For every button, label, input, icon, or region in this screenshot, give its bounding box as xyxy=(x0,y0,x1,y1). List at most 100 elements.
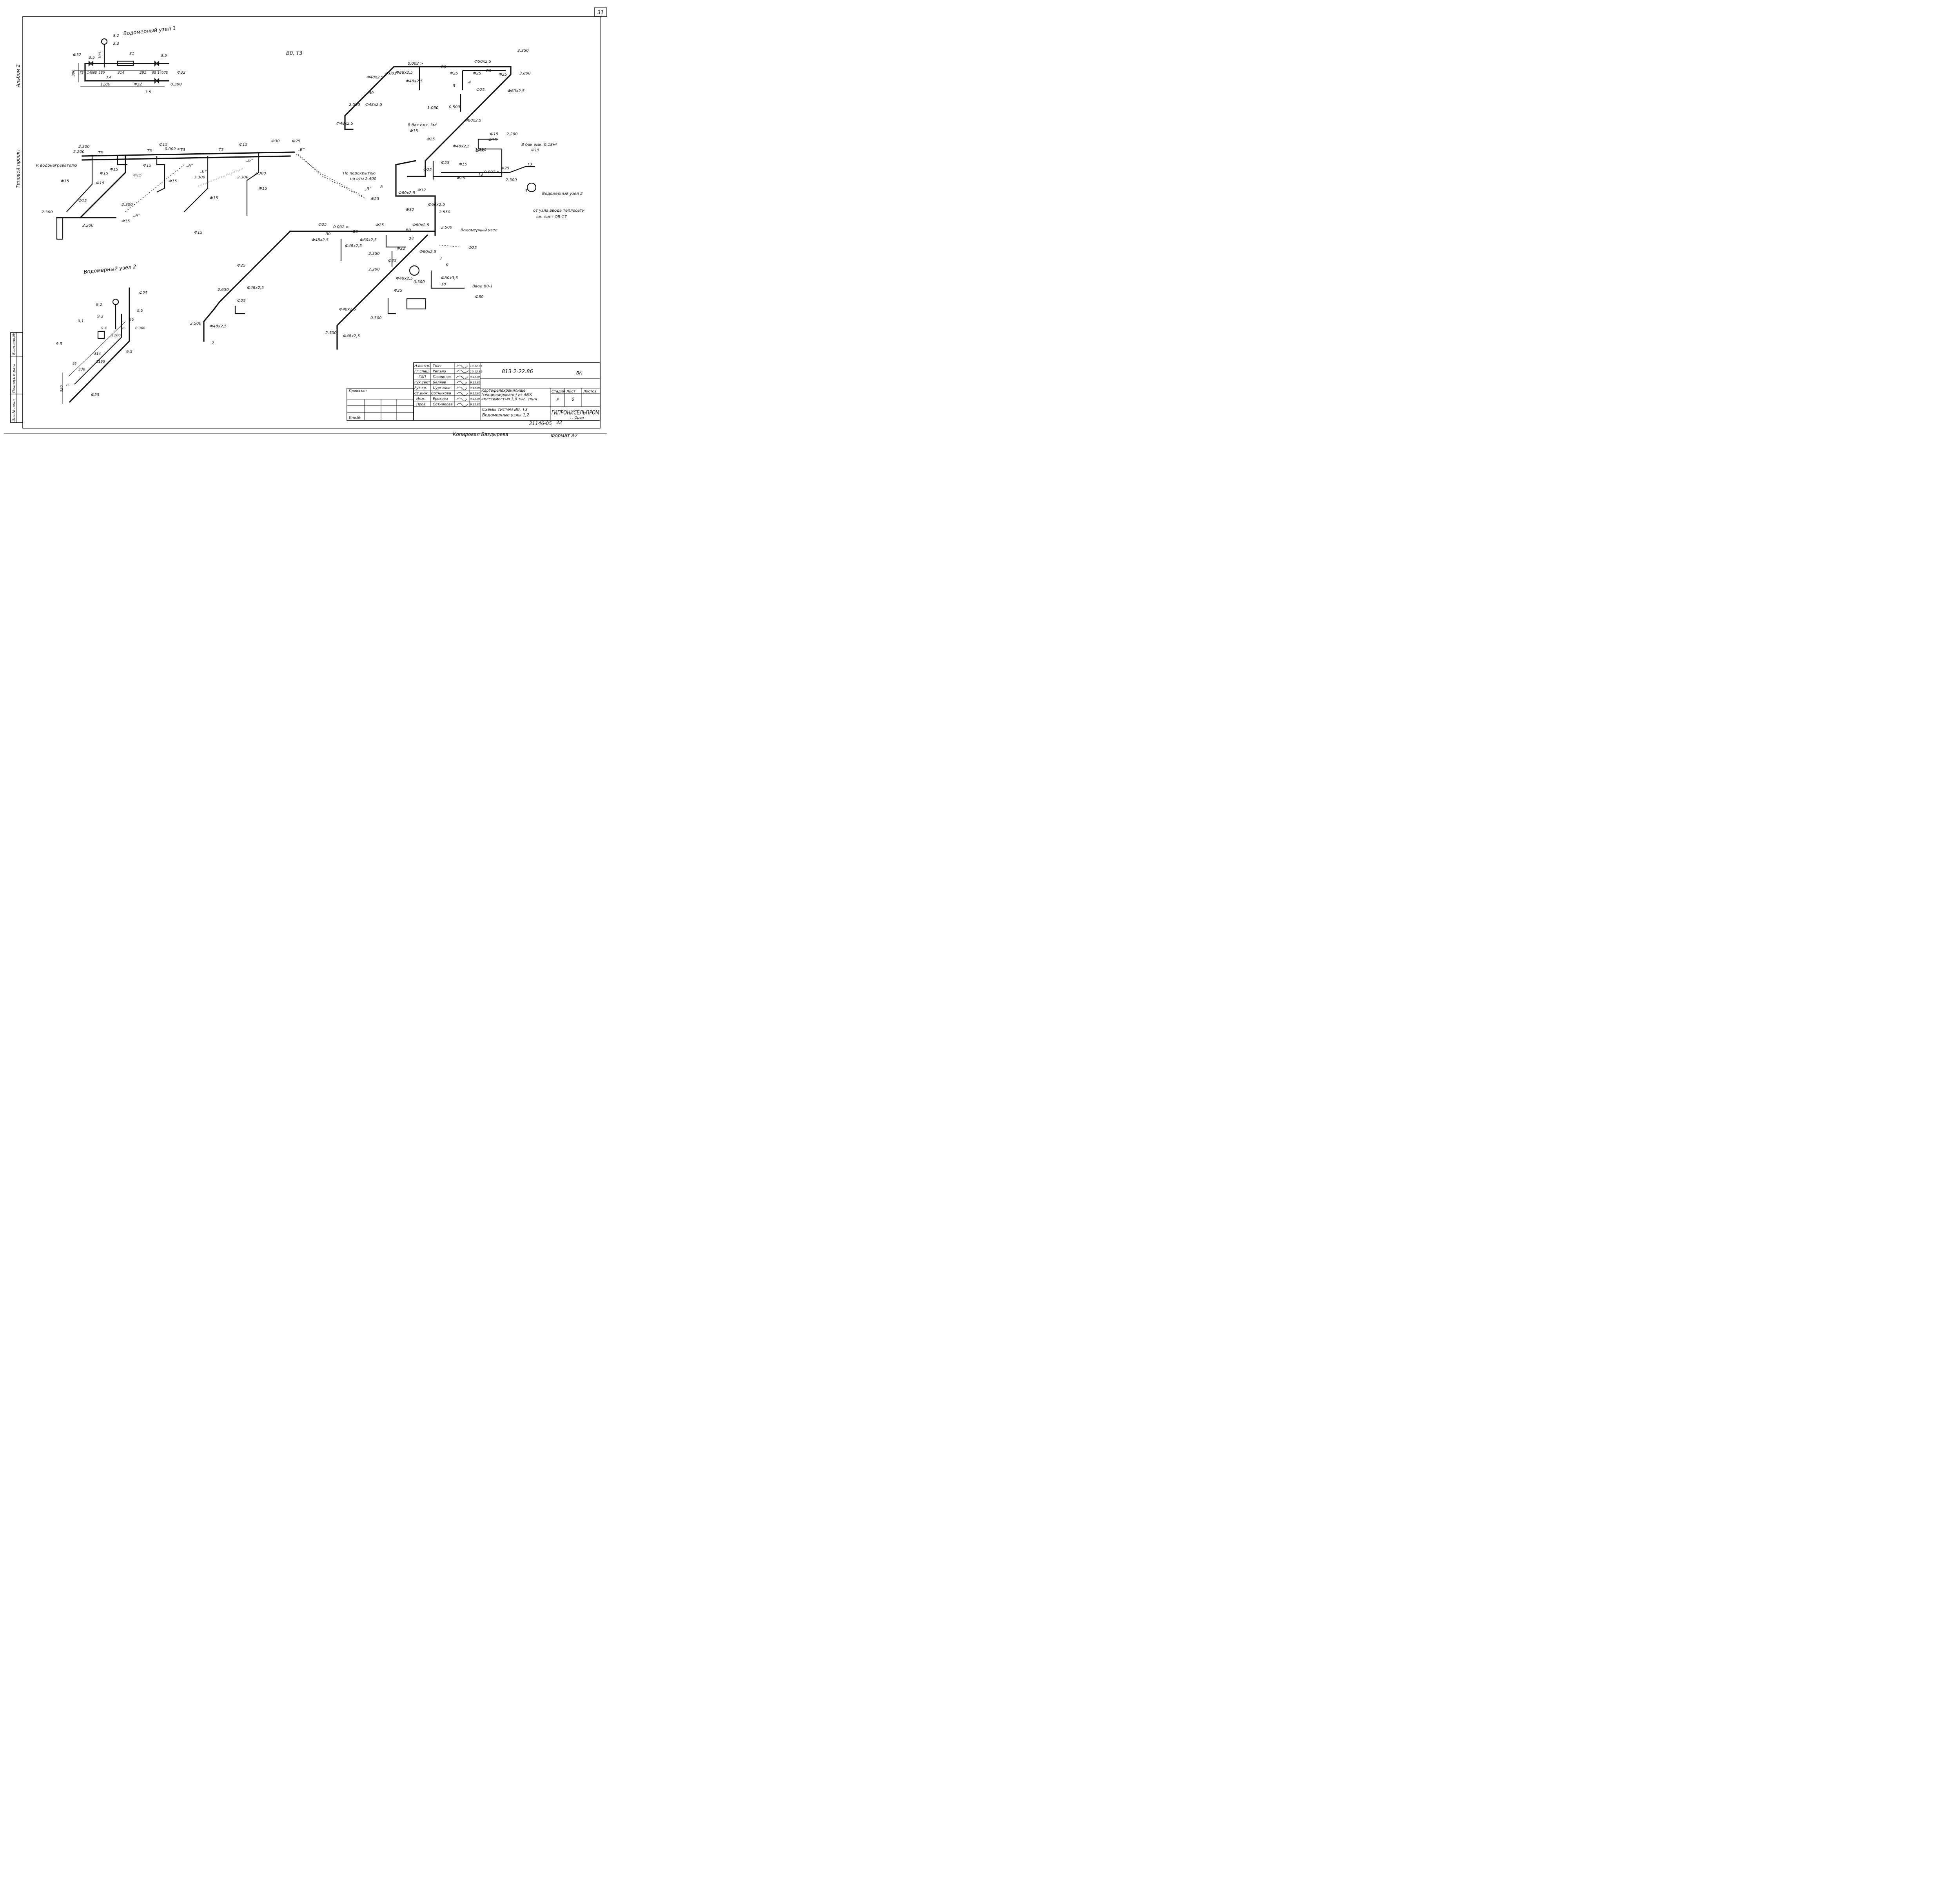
tb-drawing: Схемы систем В0, Т3 Водомерные узлы 1,2 xyxy=(482,407,530,418)
n1-d8: 75 xyxy=(80,71,83,74)
page-number-box xyxy=(594,7,607,17)
lbl-61: Ф25 xyxy=(318,223,327,227)
lbl-129: 8 xyxy=(380,185,383,189)
album-label: Альбом 2 xyxy=(15,64,21,87)
lbl-85: Ф25 xyxy=(237,299,245,303)
lbl-28: Ф25 xyxy=(426,137,435,142)
lbl-35: Ф25 xyxy=(423,168,432,172)
tb-role-7: Пров. xyxy=(416,403,426,407)
n1-d12: 314 xyxy=(118,71,124,75)
tb-drawing-wrap: Схемы систем В0, Т3 Водомерные узлы 1,2 xyxy=(482,407,530,418)
lbl-30: Ф15 xyxy=(488,138,497,142)
tb-date-7: 9.12.85 xyxy=(470,403,481,406)
n1-d7: 390 xyxy=(72,70,76,76)
lbl-5: Ф25 xyxy=(450,71,458,76)
lbl-0: 3.350 xyxy=(517,49,529,53)
tb-date-4: 9.12.85 xyxy=(470,387,481,390)
n1-d9: 140 xyxy=(87,71,93,74)
lbl-16: Ф48х2,5 xyxy=(365,103,382,107)
title-block: Привязан Инв.№ Н.контр. Гл.спец. ГИП Рук… xyxy=(347,362,601,421)
lbl-44: „В“ xyxy=(365,187,372,191)
lbl-79: 2.650 xyxy=(218,288,229,292)
lbl-114: „Б“ xyxy=(246,158,253,163)
lbl-37: 0.002 > xyxy=(484,170,500,174)
n1-d17: Ф32 xyxy=(177,71,185,75)
lbl-105: Ф15 xyxy=(133,173,142,178)
n2-d3: 9.5 xyxy=(137,309,143,313)
meter-circle-main xyxy=(409,265,420,276)
lbl-23: Ф60х2,5 xyxy=(465,118,481,123)
lbl-47: см. лист ОВ-17 xyxy=(536,215,567,219)
lbl-119: Ф15 xyxy=(78,199,87,203)
lbl-64: В0 xyxy=(325,232,330,236)
lbl-124: 2 xyxy=(212,341,214,345)
lbl-4: 0.002 > xyxy=(408,62,423,66)
lbl-22: Ф15 xyxy=(410,129,418,133)
lbl-38: Ф25 xyxy=(501,166,509,171)
lbl-10: В0 xyxy=(368,91,374,95)
lbl-91: Т3 xyxy=(147,149,152,153)
lbl-42: По перекрытию xyxy=(343,171,376,176)
lbl-53: 2.550 xyxy=(439,210,450,214)
lbl-121: Ф15 xyxy=(259,187,267,191)
lbl-14: Ф25 xyxy=(476,88,485,92)
lbl-71: 2.200 xyxy=(368,267,380,272)
stamp-replace: Взам.инв.№ xyxy=(12,333,16,355)
lbl-122: Ф15 xyxy=(194,231,202,235)
copied-by: Копировал Баздырева xyxy=(453,432,508,437)
inventory-number: 21146-05 xyxy=(529,421,552,426)
node2-title: Водомерный узел 2 xyxy=(83,264,136,275)
tb-role-5: Ст.инж. xyxy=(414,392,429,396)
lbl-60: 0.002 > xyxy=(333,225,349,229)
lbl-70: Ф60х2,5 xyxy=(419,250,436,254)
lbl-13: Ф48х2,5 xyxy=(406,79,423,84)
lbl-128: 7 xyxy=(440,256,443,261)
n2-d16: 75 xyxy=(65,383,69,387)
tb-object: Картофелехранилище (секционированн) из А… xyxy=(481,389,537,401)
lbl-81: Ф48х2,5 xyxy=(247,286,264,290)
n2-d18: Ф25 xyxy=(91,393,99,397)
lbl-8: Ф25 xyxy=(499,73,507,77)
lbl-36: Т3 xyxy=(478,173,483,177)
lbl-55: 2.500 xyxy=(441,225,452,230)
n2-d2: 9.3 xyxy=(97,314,103,319)
n1-d4: 100 xyxy=(98,52,102,59)
lbl-1: Ф50х2,5 xyxy=(474,60,491,64)
stamp-inv: Инв.№ подл. xyxy=(12,398,16,421)
tb-role-6: Инж. xyxy=(416,397,426,401)
lbl-24: Ф15 xyxy=(490,132,498,136)
tb-name-7: Сотникова xyxy=(433,403,453,407)
tb-org: ГИПРОНИСЕЛЬПРОМ xyxy=(552,409,599,416)
lbl-84: 0.500 xyxy=(370,316,382,320)
lbl-17: 2.500 xyxy=(349,103,360,107)
lbl-101: Ф15 xyxy=(61,179,69,183)
main-labels: 3.350 Ф50х2,5 В0 3.800 0.002 > Ф25 Ф25 В… xyxy=(36,49,585,345)
tb-role-2: ГИП xyxy=(419,375,426,379)
lbl-9: Ф48х2,5 xyxy=(396,71,413,75)
lbl-102: Ф15 xyxy=(100,171,108,176)
lbl-123: 1 xyxy=(525,189,528,193)
lbl-112: „А“ xyxy=(186,163,193,168)
lbl-65: Ф60х2,5 xyxy=(360,238,377,242)
lbl-108: 2.300 xyxy=(42,210,53,214)
lbl-27: Ф15 xyxy=(531,148,539,153)
meter-node-2: Водомерный узел 2 9.2 Ф25 9.3 9.5 9.1 9.… xyxy=(56,264,147,404)
lbl-89: 2.200 xyxy=(73,150,85,154)
lbl-19: 1.050 xyxy=(427,106,439,110)
lbl-31: 1.200 xyxy=(475,148,486,152)
lbl-97: Ф30 xyxy=(271,139,279,143)
n1-d2: 3.2 xyxy=(113,34,119,38)
equipment-box xyxy=(406,298,426,310)
lbl-29: Ф48х2,5 xyxy=(453,144,470,149)
n2-d0: 9.2 xyxy=(96,303,102,307)
n1-d21: 0.300 xyxy=(171,82,182,87)
n1-d11: 150 xyxy=(99,71,105,74)
tb-stage: Р xyxy=(557,398,559,402)
lbl-69: Ф25 xyxy=(388,259,396,263)
lbl-88: 2.300 xyxy=(78,145,90,149)
tb-role-0: Н.контр. xyxy=(414,364,430,368)
n2-d8: 1200 xyxy=(112,334,121,338)
n1-d1: 3.5 xyxy=(89,56,95,60)
tb-sheet: 6 xyxy=(572,397,574,402)
system-title: В0, Т3 xyxy=(286,51,303,56)
